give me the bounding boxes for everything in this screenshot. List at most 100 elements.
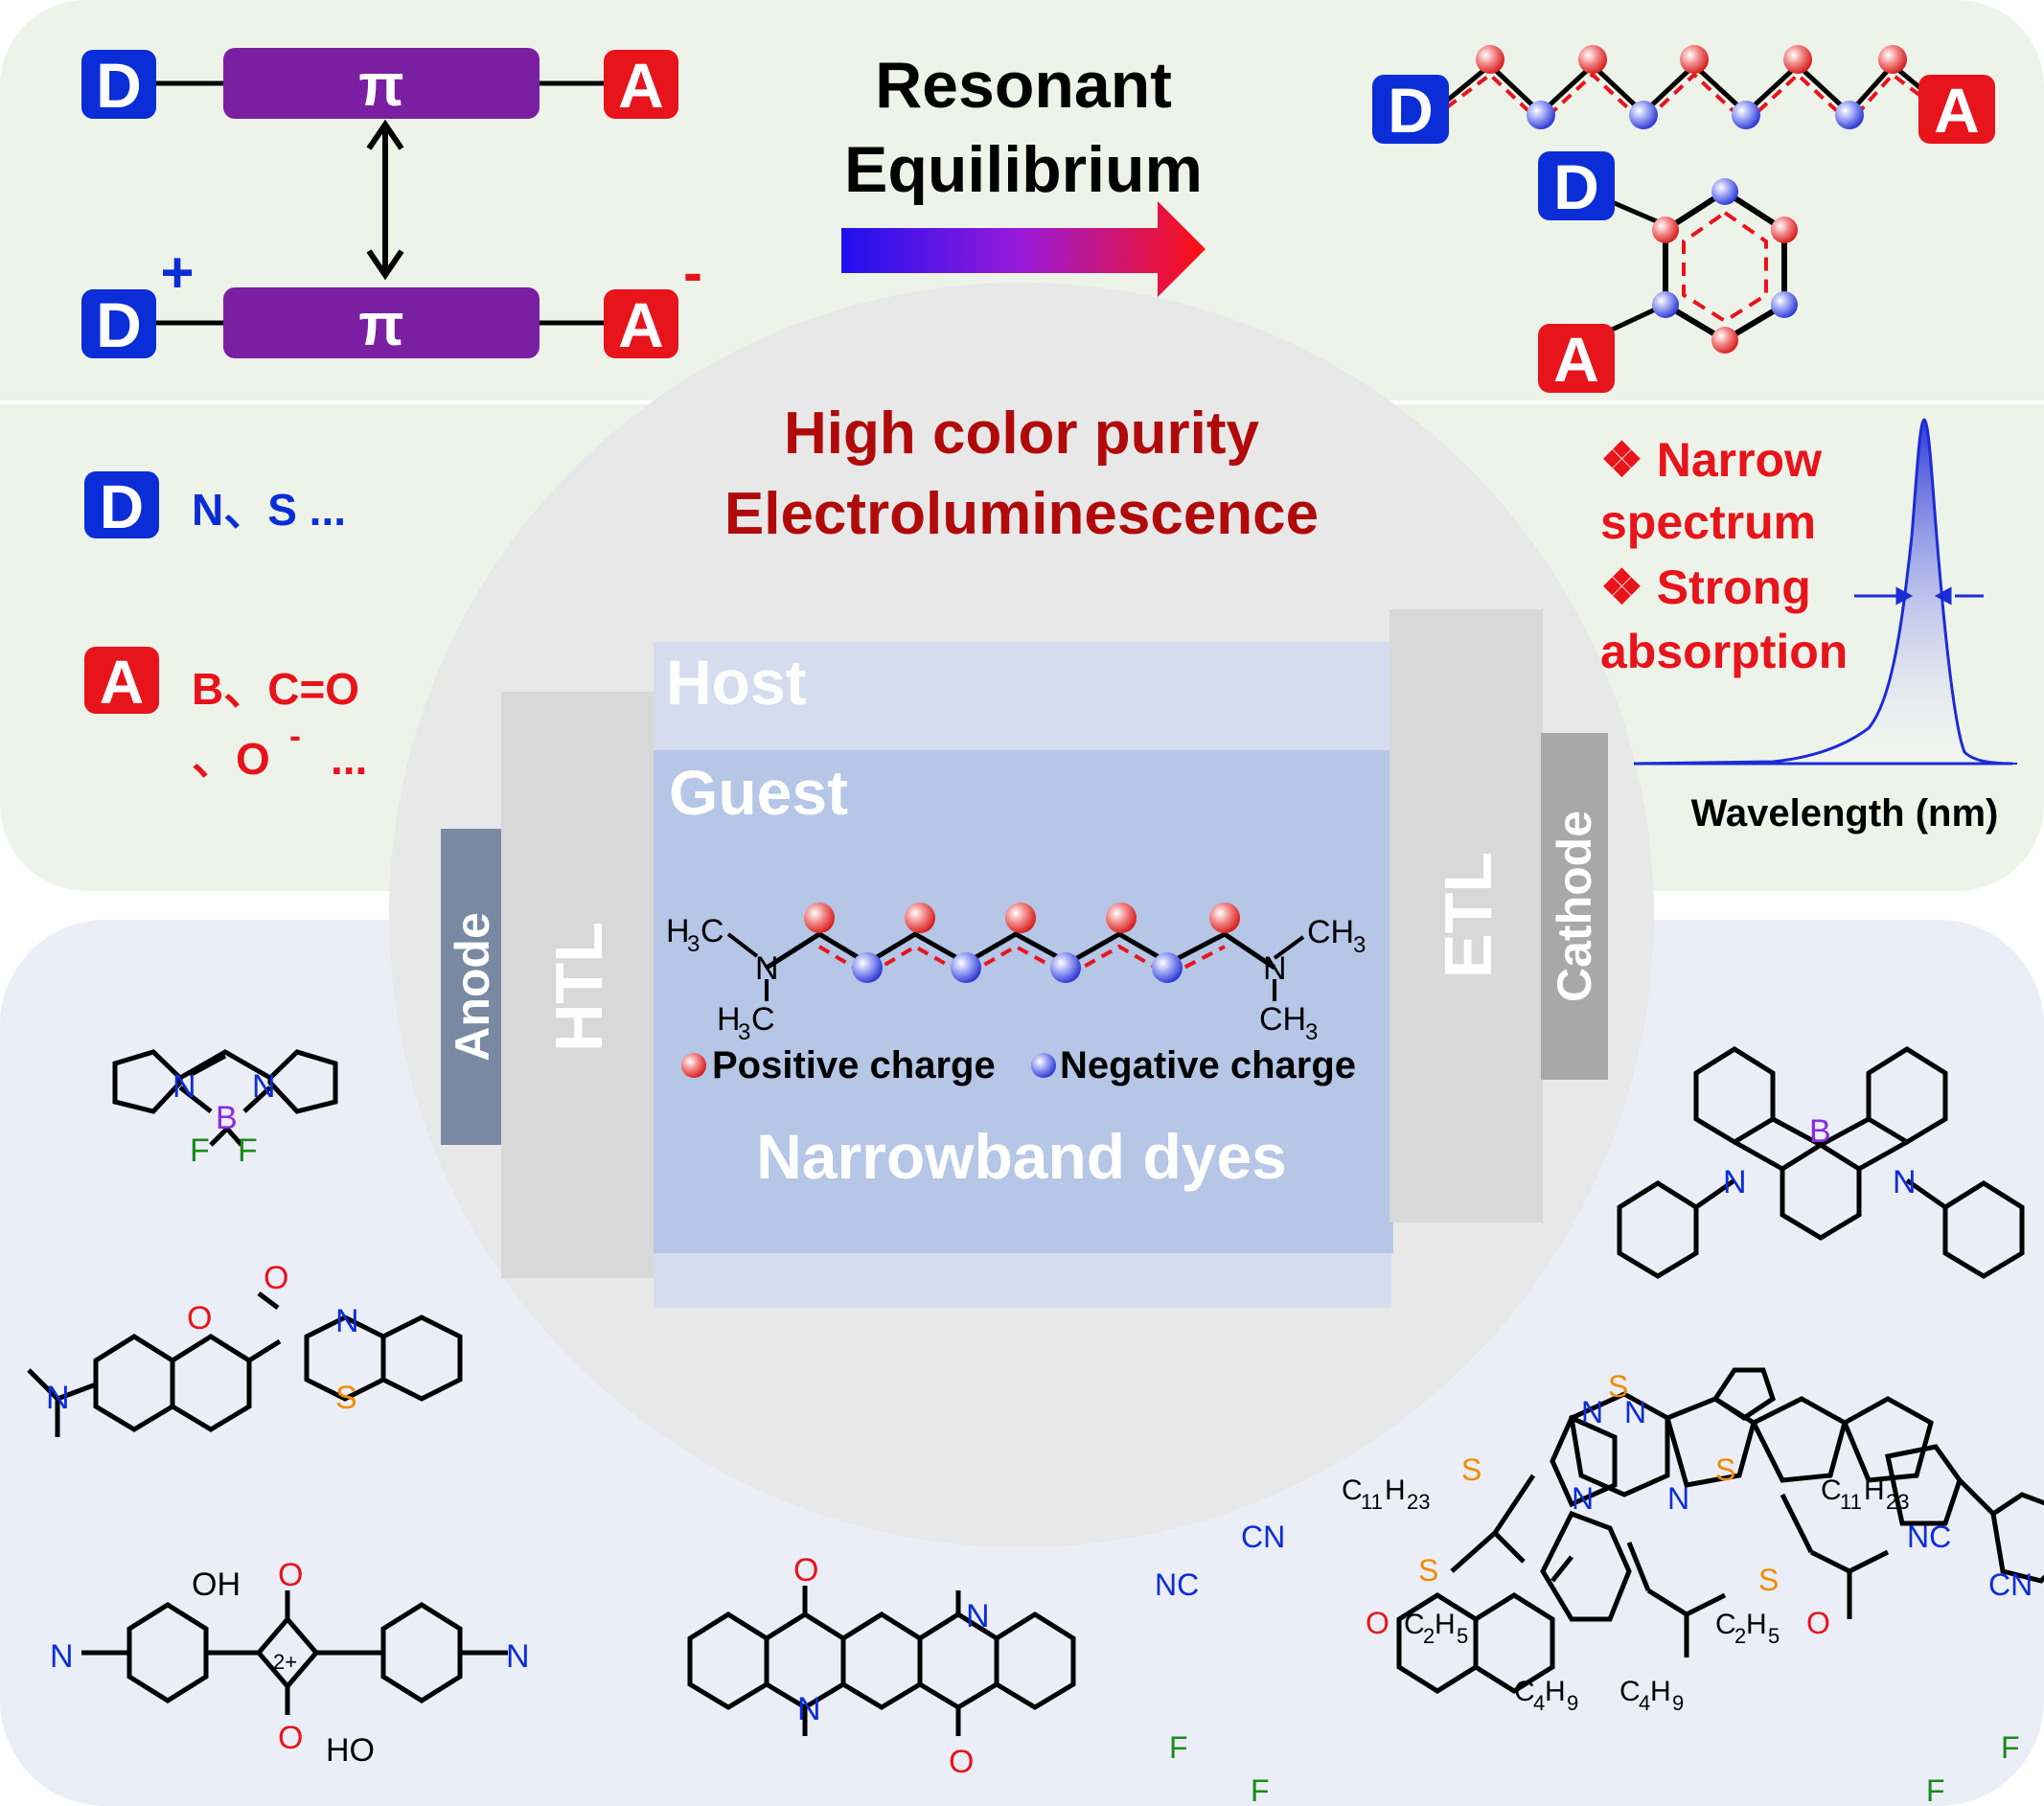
title-line1: High color purity <box>784 400 1260 467</box>
htl-label: HTL <box>541 922 616 1052</box>
svg-text:CH: CH <box>1259 1001 1306 1038</box>
cathode-label: Cathode <box>1548 811 1601 1002</box>
chain-donor-letter: D <box>1388 75 1434 146</box>
svg-text:H: H <box>1864 1475 1885 1506</box>
svg-text:N: N <box>1893 1164 1917 1200</box>
acceptor-letter: A <box>618 50 664 121</box>
svg-text:N: N <box>755 950 779 987</box>
molecule-bodipy <box>112 1049 338 1147</box>
donor-letter-charged: D <box>96 289 142 360</box>
svg-text:N: N <box>506 1638 530 1675</box>
donor-examples: N、S ... <box>192 485 346 535</box>
svg-text:3: 3 <box>1353 932 1366 958</box>
svg-text:S: S <box>1418 1553 1438 1588</box>
acceptor-letter-charged: A <box>618 289 664 360</box>
acceptor-badge <box>604 50 678 119</box>
resonance-chain: D A <box>1372 45 1995 146</box>
svg-text:3: 3 <box>687 931 700 957</box>
acceptor-examples-ellipsis: ... <box>331 734 367 784</box>
benzene-donor-letter: D <box>1553 151 1599 222</box>
svg-text:C: C <box>1342 1475 1363 1506</box>
guest-dye-molecule: H 3 C N H 3 C N CH 3 CH 3 Positive charg… <box>666 903 1366 1086</box>
svg-text:H: H <box>717 1001 741 1038</box>
svg-text:11: 11 <box>1361 1490 1383 1514</box>
svg-text:3: 3 <box>738 1019 750 1045</box>
svg-text:2+: 2+ <box>273 1650 297 1674</box>
donor-badge-charged <box>81 289 156 358</box>
svg-text:N: N <box>1667 1481 1689 1516</box>
svg-text:O: O <box>278 1557 303 1593</box>
svg-text:9: 9 <box>1672 1691 1684 1715</box>
spectrum-panel: ❖ Narrow spectrum ❖ Strong absorption Wa… <box>1600 418 2017 834</box>
emission-spectrum <box>1633 418 2013 766</box>
svg-text:B: B <box>1809 1113 1831 1150</box>
svg-text:C: C <box>751 1001 775 1038</box>
molecule-coumarin <box>27 1292 463 1437</box>
etl-label: ETL <box>1431 852 1505 978</box>
svg-text:5: 5 <box>1768 1624 1780 1648</box>
bullet-narrow-line1: ❖ Narrow <box>1600 433 1822 487</box>
title-line2: Electroluminescence <box>724 481 1319 547</box>
acceptor-example-badge <box>84 647 159 714</box>
pi-label-charged: π <box>358 292 403 358</box>
svg-text:S: S <box>335 1380 357 1416</box>
svg-text:5: 5 <box>1457 1624 1468 1648</box>
svg-text:O: O <box>278 1720 303 1756</box>
svg-text:O: O <box>793 1552 818 1589</box>
svg-text:2: 2 <box>1734 1624 1746 1648</box>
svg-text:N: N <box>1624 1395 1646 1429</box>
svg-text:HO: HO <box>326 1732 375 1769</box>
svg-text:N: N <box>252 1068 276 1105</box>
anode-label: Anode <box>446 912 499 1062</box>
svg-text:S: S <box>1461 1452 1481 1487</box>
svg-text:C: C <box>1404 1609 1425 1640</box>
svg-text:C: C <box>1715 1609 1736 1640</box>
benzene-acceptor-badge <box>1538 324 1615 393</box>
etl-layer <box>1389 609 1543 1223</box>
gradient-arrow <box>841 201 1206 297</box>
benzene-acceptor-letter: A <box>1553 324 1599 395</box>
svg-text:H: H <box>1545 1676 1566 1707</box>
svg-text:CH: CH <box>1307 914 1354 950</box>
svg-text:4: 4 <box>1639 1691 1650 1715</box>
svg-text:F: F <box>1251 1773 1270 1806</box>
svg-text:N: N <box>335 1303 359 1339</box>
spectrum-xlabel: Wavelength (nm) <box>1691 792 1999 834</box>
htl-layer <box>501 692 655 1278</box>
svg-text:O: O <box>187 1300 212 1337</box>
svg-text:NC: NC <box>1907 1520 1951 1554</box>
chain-donor-badge <box>1372 75 1449 144</box>
anode-layer <box>441 829 504 1145</box>
chain-acceptor-letter: A <box>1934 75 1980 146</box>
chain-acceptor-badge <box>1918 75 1995 144</box>
svg-text:S: S <box>1715 1452 1735 1487</box>
svg-text:S: S <box>1758 1563 1779 1597</box>
molecule-squaraine <box>81 1590 508 1715</box>
svg-text:NC: NC <box>1155 1567 1199 1602</box>
svg-text:11: 11 <box>1840 1490 1862 1514</box>
svg-text:23: 23 <box>1407 1490 1430 1514</box>
svg-text:H: H <box>1435 1609 1456 1640</box>
svg-text:C: C <box>1619 1676 1641 1707</box>
svg-text:F: F <box>1169 1730 1188 1765</box>
svg-text:4: 4 <box>1533 1691 1545 1715</box>
charge-separated-scheme: D + π A - <box>81 240 702 360</box>
svg-text:F: F <box>190 1132 210 1169</box>
bullet-strong-line1: ❖ Strong <box>1600 560 1811 614</box>
acceptor-examples-sup: - <box>289 716 301 755</box>
cathode-layer <box>1541 733 1608 1080</box>
svg-text:F: F <box>1926 1773 1945 1806</box>
host-label: Host <box>666 647 807 718</box>
svg-text:N: N <box>1723 1164 1747 1200</box>
acceptor-examples-line1: B、C=O <box>192 664 359 714</box>
molecule-quinacridone <box>687 1586 1076 1736</box>
acceptor-examples-line2: 、O <box>192 734 270 784</box>
svg-text:S: S <box>1608 1369 1628 1404</box>
donor-example-letter: D <box>100 472 144 541</box>
svg-text:3: 3 <box>1305 1019 1318 1045</box>
device-stack: Anode HTL ETL Cathode Host Guest Narrowb… <box>441 609 1608 1308</box>
guest-layer <box>654 750 1393 1253</box>
svg-text:B: B <box>216 1100 238 1136</box>
negative-charge-legend: Negative charge <box>1060 1044 1356 1086</box>
